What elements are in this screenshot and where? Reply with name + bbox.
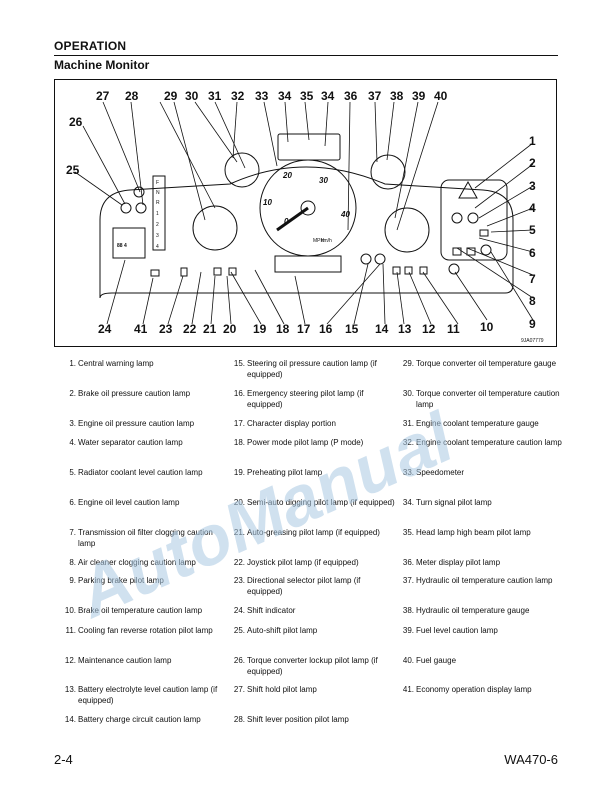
svg-text:8: 8 <box>529 294 536 308</box>
page-subtitle: Machine Monitor <box>54 58 150 72</box>
svg-text:5: 5 <box>529 223 536 237</box>
gear-f: F <box>156 180 159 186</box>
panel-outline <box>99 166 514 299</box>
gear-3: 3 <box>156 233 159 239</box>
svg-text:33: 33 <box>255 89 269 103</box>
svg-text:18: 18 <box>276 322 290 336</box>
shift-indicator-box <box>112 227 146 259</box>
svg-text:9: 9 <box>529 317 536 331</box>
unit-kmh: km/h <box>321 238 332 244</box>
speedo-label-40: 40 <box>340 210 350 219</box>
svg-text:37: 37 <box>368 89 382 103</box>
section-title: OPERATION <box>54 39 558 56</box>
svg-text:34: 34 <box>321 89 335 103</box>
svg-text:4: 4 <box>529 201 536 215</box>
svg-text:10: 10 <box>480 320 494 334</box>
svg-text:29: 29 <box>164 89 178 103</box>
svg-text:21: 21 <box>203 322 217 336</box>
svg-text:12: 12 <box>422 322 436 336</box>
gear-4: 4 <box>156 244 159 250</box>
svg-text:11: 11 <box>447 322 460 336</box>
svg-text:1: 1 <box>529 134 536 148</box>
gear-1: 1 <box>156 211 159 217</box>
svg-text:16: 16 <box>319 322 333 336</box>
svg-text:22: 22 <box>183 322 197 336</box>
svg-text:39: 39 <box>412 89 426 103</box>
gear-2: 2 <box>156 222 159 228</box>
fuel-gauge <box>384 207 430 253</box>
callout-numbers: 27 28 29 30 31 32 33 34 35 34 36 37 38 3… <box>66 89 536 336</box>
character-display <box>274 255 342 273</box>
gear-r: R <box>156 200 160 206</box>
svg-text:17: 17 <box>297 322 311 336</box>
svg-text:25: 25 <box>66 163 80 177</box>
svg-text:30: 30 <box>185 89 199 103</box>
svg-text:24: 24 <box>98 322 112 336</box>
svg-text:41: 41 <box>134 322 148 336</box>
page-number: 2-4 <box>54 752 73 767</box>
svg-text:23: 23 <box>159 322 173 336</box>
svg-text:13: 13 <box>398 322 412 336</box>
figure-ref: 9JA07779 <box>521 338 544 344</box>
svg-text:32: 32 <box>231 89 245 103</box>
svg-text:20: 20 <box>223 322 237 336</box>
svg-text:34: 34 <box>278 89 292 103</box>
speedometer-dial <box>259 159 357 257</box>
svg-text:28: 28 <box>125 89 139 103</box>
svg-text:26: 26 <box>69 115 83 129</box>
unit-mph: MPH <box>313 238 325 244</box>
svg-text:3: 3 <box>529 179 536 193</box>
svg-text:27: 27 <box>96 89 110 103</box>
monitor-diagram: 0 10 20 30 40 km/h MPH F N R 1 2 3 4 88 … <box>66 89 544 344</box>
svg-text:36: 36 <box>344 89 358 103</box>
svg-text:7: 7 <box>529 272 536 286</box>
speedo-label-30: 30 <box>319 176 328 185</box>
svg-text:38: 38 <box>390 89 404 103</box>
speedo-label-10: 10 <box>263 198 272 207</box>
speedo-label-20: 20 <box>282 171 292 180</box>
coolant-temp-gauge <box>224 152 260 188</box>
svg-text:35: 35 <box>300 89 314 103</box>
svg-text:6: 6 <box>529 246 536 260</box>
watermark: AutoManual <box>66 398 465 633</box>
model-number: WA470-6 <box>504 752 558 767</box>
svg-text:19: 19 <box>253 322 267 336</box>
svg-text:15: 15 <box>345 322 359 336</box>
shift-display-digits: 88 4 <box>117 243 127 249</box>
svg-text:2: 2 <box>529 156 536 170</box>
speedo-label-0: 0 <box>284 217 289 226</box>
torque-converter-temp-gauge <box>192 205 238 251</box>
svg-text:14: 14 <box>375 322 389 336</box>
machine-monitor-figure: 0 10 20 30 40 km/h MPH F N R 1 2 3 4 88 … <box>54 79 557 347</box>
svg-text:40: 40 <box>434 89 448 103</box>
gear-n: N <box>156 190 160 196</box>
svg-text:31: 31 <box>208 89 222 103</box>
